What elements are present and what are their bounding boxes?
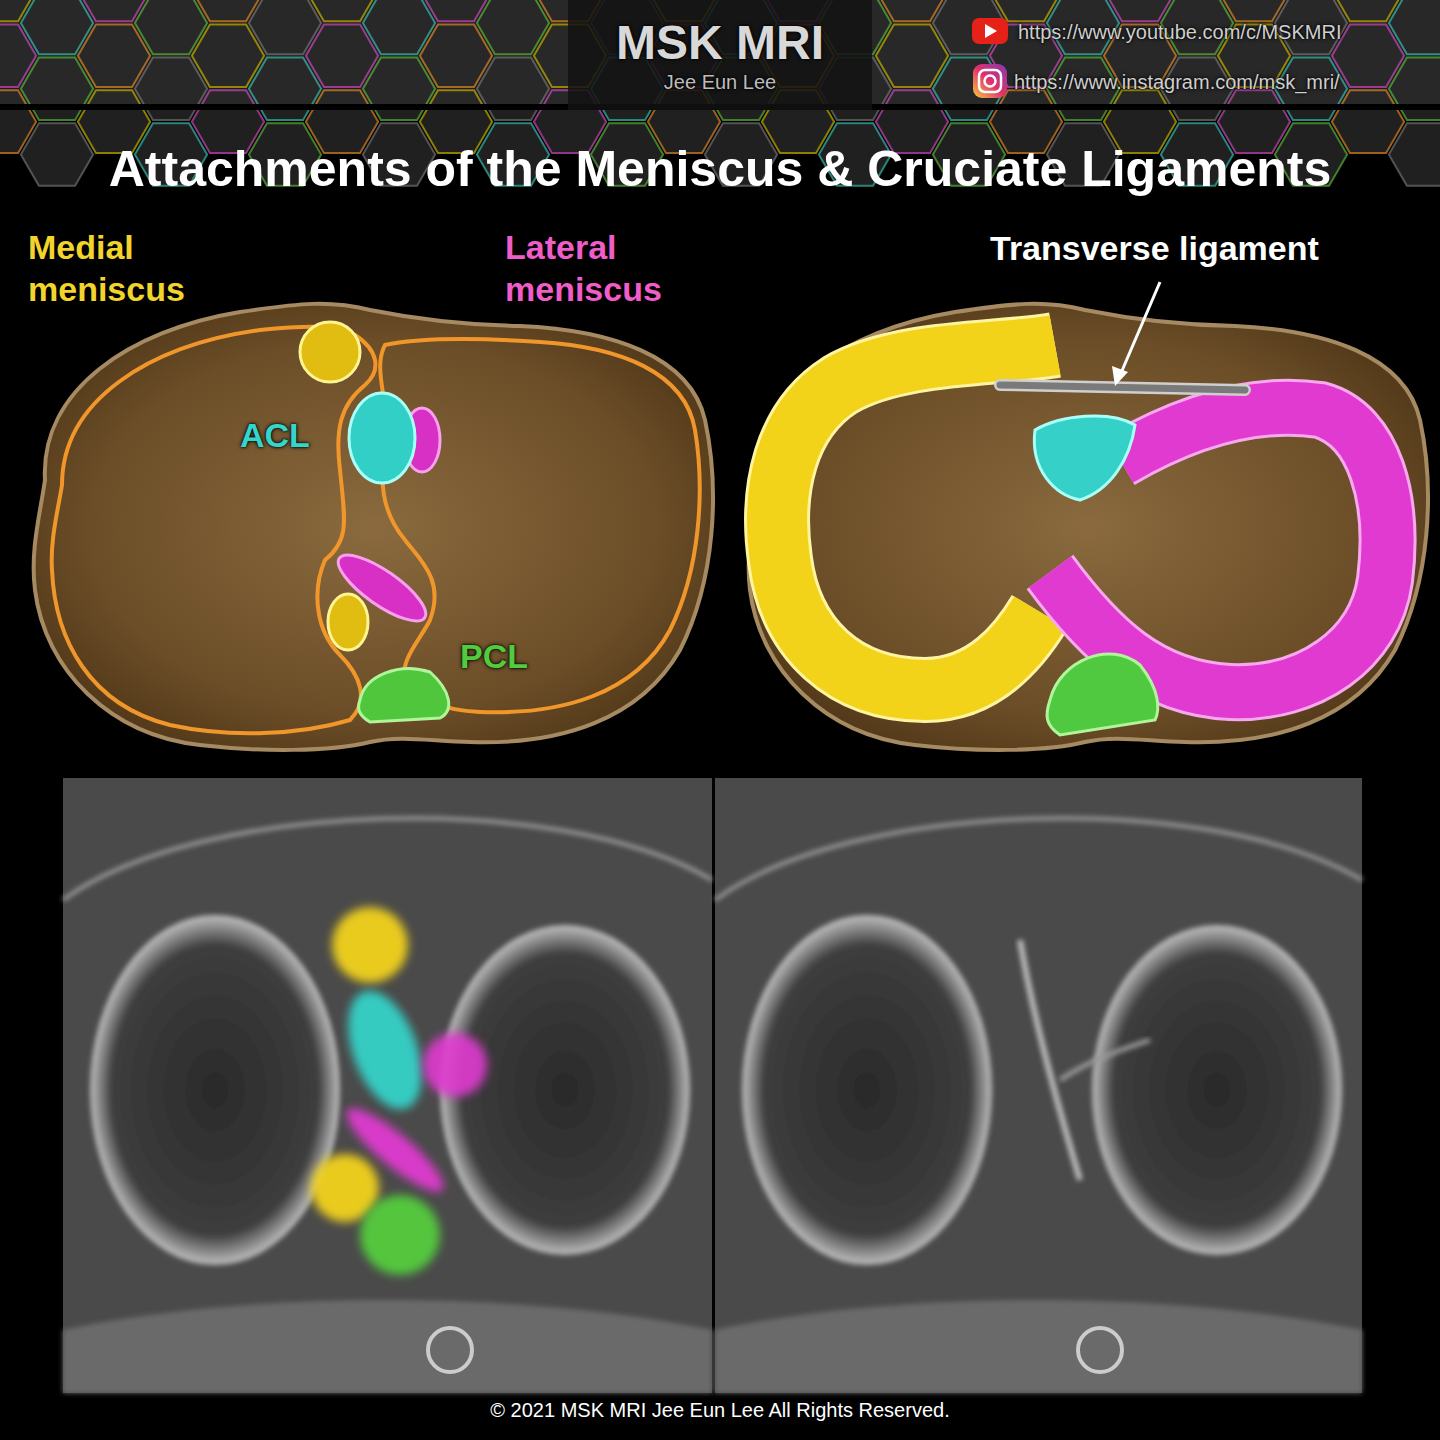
hex-cell <box>21 0 93 54</box>
hex-cell <box>477 0 549 54</box>
mri-panels <box>63 778 1362 1393</box>
lateral-articular-margin <box>380 339 699 712</box>
instagram-icon <box>973 64 1007 98</box>
hex-cell <box>249 57 321 120</box>
hex-cell <box>249 0 321 54</box>
diagram-title: Attachments of the Meniscus & Cruciate L… <box>0 140 1440 198</box>
hex-cell <box>21 57 93 120</box>
hex-cell <box>876 25 948 88</box>
hex-cell <box>192 25 264 88</box>
hex-cell <box>306 25 378 88</box>
hex-cell <box>21 123 93 186</box>
hex-cell <box>1332 25 1404 88</box>
instagram-frame <box>979 70 1001 92</box>
transverse-ligament <box>1000 385 1245 390</box>
leader-arrowhead <box>1112 366 1128 386</box>
part-label: PCL <box>460 636 528 677</box>
pcl-footprint <box>359 669 449 722</box>
hex-cell <box>135 0 207 54</box>
medial-anterior-horn <box>300 322 360 382</box>
youtube-icon <box>972 18 1008 44</box>
hex-cell <box>477 57 549 120</box>
hex-cell <box>1389 123 1440 186</box>
medial-posterior-horn <box>328 594 368 650</box>
hex-cell <box>363 57 435 120</box>
hex-cell <box>420 25 492 88</box>
hex-cell <box>135 57 207 120</box>
author-text: Jee Eun Lee <box>570 70 870 94</box>
medial-articular-margin <box>52 327 376 733</box>
hex-cell <box>1332 90 1404 153</box>
mri-left <box>63 778 712 1393</box>
left-plateau <box>34 304 713 750</box>
logo-panel <box>568 0 872 110</box>
medial-meniscus <box>777 345 1055 690</box>
part-label: Medial meniscus <box>28 226 218 310</box>
transverse-ligament-rim <box>1000 385 1245 390</box>
youtube-play <box>985 24 997 38</box>
acl-footprint <box>1034 416 1135 500</box>
logo-text: MSK MRI <box>570 14 870 72</box>
pcl-footprint <box>1047 654 1158 735</box>
part-label: Lateral meniscus <box>505 226 695 310</box>
part-label: Transverse ligament <box>990 228 1319 269</box>
url-text: https://www.instagram.com/msk_mri/ <box>1014 70 1340 94</box>
acl-footprint <box>349 393 415 483</box>
instagram-lens <box>985 76 996 87</box>
copyright-caption: © 2021 MSK MRI Jee Eun Lee All Rights Re… <box>0 1399 1440 1422</box>
right-plateau <box>749 282 1428 750</box>
hex-cell <box>363 0 435 54</box>
mri-right <box>715 778 1362 1393</box>
url-text: https://www.youtube.com/c/MSKMRI <box>1018 20 1341 44</box>
leader-line <box>1121 282 1160 373</box>
medial-meniscus-rim <box>777 345 1055 690</box>
hex-cell <box>78 25 150 88</box>
part-label: ACL <box>240 415 310 456</box>
